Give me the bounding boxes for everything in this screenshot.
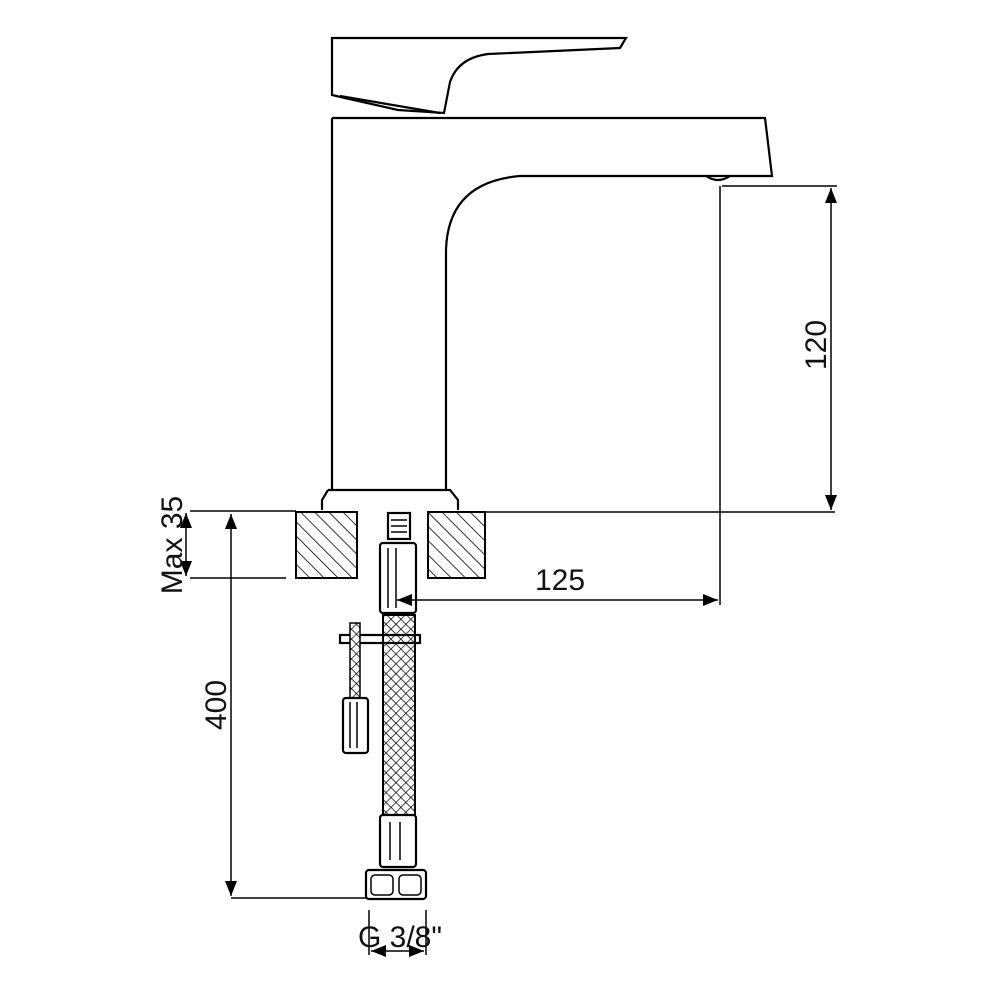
dimension-lines bbox=[180, 185, 837, 957]
max-thickness-label: Max 35 bbox=[156, 496, 189, 594]
spout-reach-label: 125 bbox=[535, 564, 585, 597]
faucet-body bbox=[320, 116, 774, 510]
supply-hose bbox=[338, 511, 428, 901]
thread-size-label: G 3/8" bbox=[358, 921, 442, 954]
lever-handle bbox=[330, 36, 628, 115]
countertop-section bbox=[190, 510, 835, 579]
hose-length-label: 400 bbox=[200, 680, 233, 730]
spout-height-label: 120 bbox=[800, 320, 833, 370]
